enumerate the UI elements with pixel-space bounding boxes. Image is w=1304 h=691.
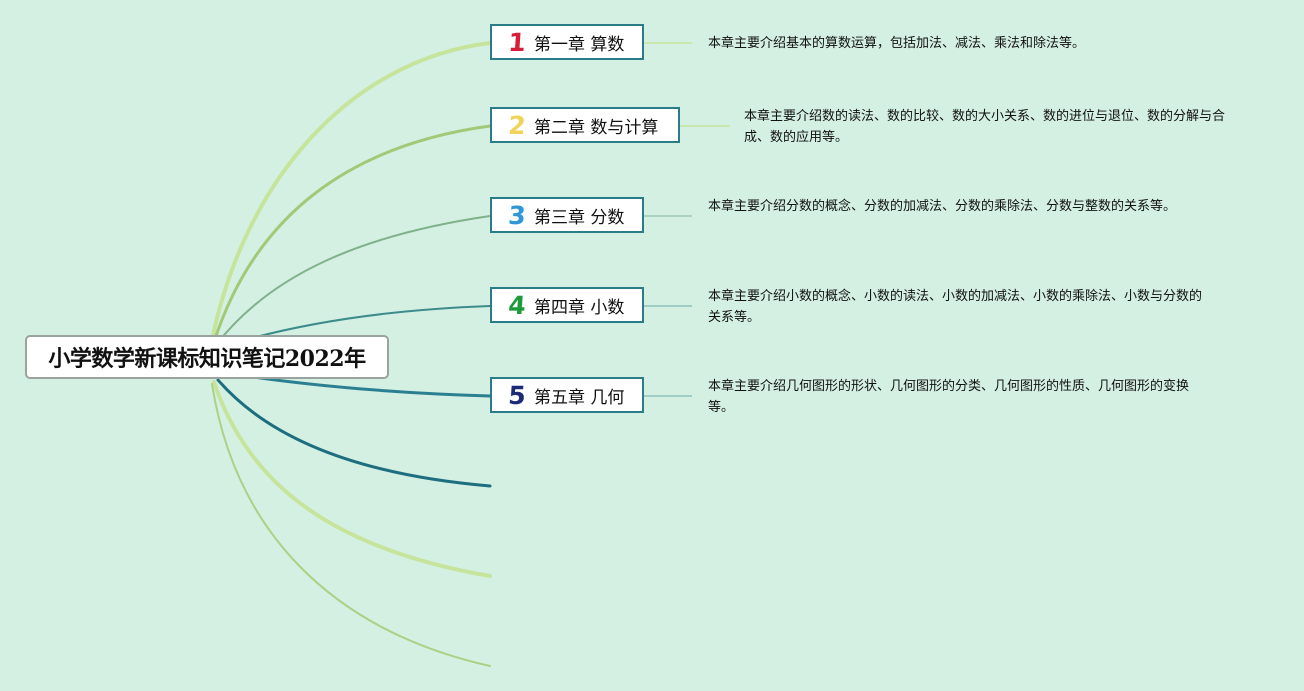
chapter-3-node[interactable]: 3 第三章 分数 — [490, 197, 644, 233]
chapter-2-description[interactable]: 本章主要介绍数的读法、数的比较、数的大小关系、数的进位与退位、数的分解与合成、数… — [744, 109, 1226, 145]
chapter-4-title: 第四章 小数 — [534, 297, 625, 318]
chapter-5-description[interactable]: 本章主要介绍几何图形的形状、几何图形的分类、几何图形的性质、几何图形的变换等。 — [708, 379, 1190, 415]
chapter-3-description[interactable]: 本章主要介绍分数的概念、分数的加减法、分数的乘除法、分数与整数的关系等。 — [708, 199, 1177, 214]
chapter-4-node[interactable]: 4 第四章 小数 — [490, 287, 644, 323]
branch-connector — [215, 215, 491, 346]
number-5-icon: 5 — [507, 380, 527, 410]
number-4-icon: 4 — [507, 290, 527, 320]
chapter-5-node[interactable]: 5 第五章 几何 — [490, 377, 644, 413]
branch-connector — [216, 378, 492, 488]
branch-connector — [212, 380, 492, 578]
chapter-1-description[interactable]: 本章主要介绍基本的算数运算，包括加法、减法、乘法和除法等。 — [708, 36, 1086, 51]
chapter-2-node[interactable]: 2 第二章 数与计算 — [490, 107, 680, 143]
chapter-3-title: 第三章 分数 — [534, 207, 625, 228]
number-2-icon: 2 — [507, 110, 527, 140]
number-1-icon: 1 — [507, 27, 527, 57]
chapter-1-title: 第一章 算数 — [534, 34, 625, 55]
branch-connector — [212, 124, 492, 344]
chapter-4-description[interactable]: 本章主要介绍小数的概念、小数的读法、小数的加减法、小数的乘除法、小数与分数的关系… — [708, 289, 1203, 325]
branch-connector — [210, 41, 492, 342]
root-topic-label: 小学数学新课标知识笔记2022年 — [48, 346, 366, 372]
chapter-1-node[interactable]: 1 第一章 算数 — [490, 24, 644, 60]
chapter-2-title: 第二章 数与计算 — [534, 117, 659, 138]
chapter-5-title: 第五章 几何 — [534, 387, 625, 408]
number-3-icon: 3 — [507, 200, 527, 230]
branch-connector — [211, 383, 491, 667]
root-topic[interactable]: 小学数学新课标知识笔记2022年 — [25, 335, 389, 379]
